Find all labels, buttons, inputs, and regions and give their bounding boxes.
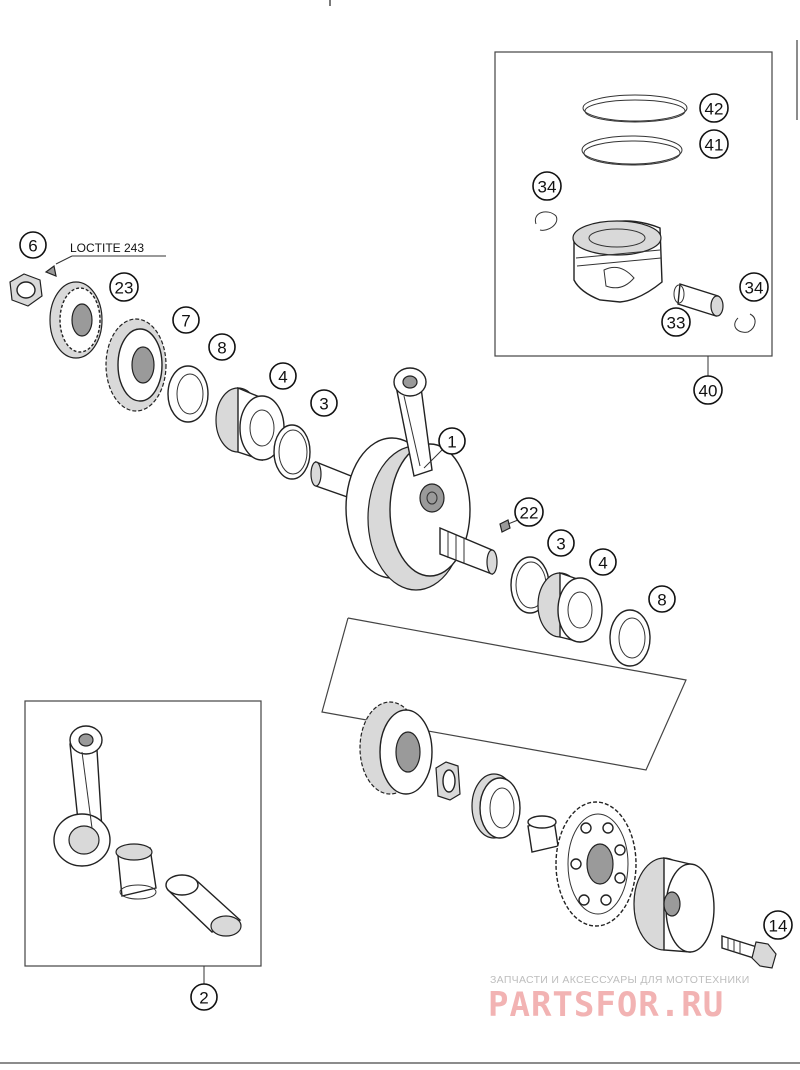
callout-40: 40 xyxy=(693,375,723,405)
primary-drive-gear xyxy=(49,281,103,359)
callout-23: 23 xyxy=(109,272,139,302)
svg-text:8: 8 xyxy=(657,591,666,610)
svg-text:34: 34 xyxy=(745,279,764,298)
svg-text:22: 22 xyxy=(520,504,539,523)
svg-text:6: 6 xyxy=(28,237,37,256)
callout-8-right: 8 xyxy=(648,585,676,613)
piston xyxy=(572,220,663,303)
svg-text:8: 8 xyxy=(217,339,226,358)
leader-1 xyxy=(423,449,443,469)
callout-22: 22 xyxy=(514,497,544,527)
svg-text:4: 4 xyxy=(278,368,287,387)
starter-group-bracket xyxy=(321,617,687,771)
callout-33: 33 xyxy=(661,307,691,337)
seal-ring-left xyxy=(273,424,311,480)
callout-34-right: 34 xyxy=(739,272,769,302)
starter-gear xyxy=(555,801,637,927)
svg-text:23: 23 xyxy=(115,279,134,298)
watermark-brand: PARTSFOR.RU xyxy=(488,985,724,1025)
shim-ring-left xyxy=(167,365,209,423)
piston-ring-top xyxy=(582,94,688,123)
callout-34-left: 34 xyxy=(532,171,562,201)
crankshaft-key xyxy=(499,519,511,533)
piston-ring-second xyxy=(581,135,683,166)
crankshaft-assembly xyxy=(310,367,498,591)
callout-3-right: 3 xyxy=(547,529,575,557)
piston-kit-box xyxy=(494,51,773,357)
svg-text:3: 3 xyxy=(319,395,328,414)
svg-text:4: 4 xyxy=(598,554,607,573)
shim-ring-right xyxy=(609,609,651,667)
main-bearing-left xyxy=(215,386,285,461)
freewheel-ring xyxy=(471,773,521,839)
seal-ring-left-inner xyxy=(278,429,308,475)
loctite-leader xyxy=(55,255,73,265)
crankshaft-nut xyxy=(9,273,43,307)
svg-text:14: 14 xyxy=(769,917,788,936)
callout-41: 41 xyxy=(699,129,729,159)
callout-3-left: 3 xyxy=(310,389,338,417)
svg-text:40: 40 xyxy=(699,382,718,401)
leader-22 xyxy=(507,519,519,525)
piston-pin xyxy=(673,283,724,317)
connecting-rod xyxy=(53,725,111,867)
callout-2: 2 xyxy=(190,983,218,1011)
callout-4-right: 4 xyxy=(589,548,617,576)
rotor xyxy=(633,857,715,953)
svg-text:7: 7 xyxy=(181,312,190,331)
svg-text:1: 1 xyxy=(447,433,456,452)
callout-1: 1 xyxy=(438,427,466,455)
woodruff-key xyxy=(44,264,57,277)
rotor-bolt xyxy=(721,935,777,969)
svg-text:33: 33 xyxy=(667,314,686,333)
freewheel-nut xyxy=(435,761,461,801)
svg-text:2: 2 xyxy=(199,989,208,1008)
svg-text:34: 34 xyxy=(538,178,557,197)
piston-pin-circlip-right xyxy=(734,313,756,333)
conrod-bearing xyxy=(115,843,157,900)
conrod-kit-box xyxy=(24,700,262,967)
piston-pin-circlip-left xyxy=(534,211,558,231)
callout-8-left: 8 xyxy=(208,333,236,361)
callout-7: 7 xyxy=(172,306,200,334)
svg-text:42: 42 xyxy=(705,100,724,119)
svg-text:3: 3 xyxy=(556,535,565,554)
freewheel-gear xyxy=(359,701,433,795)
svg-text:41: 41 xyxy=(705,136,724,155)
callout-4-left: 4 xyxy=(269,362,297,390)
callout-42: 42 xyxy=(699,93,729,123)
needle-bushing xyxy=(527,815,559,853)
watermark-tagline: ЗАПЧАСТИ И АКСЕССУАРЫ ДЛЯ МОТОТЕХНИКИ xyxy=(490,974,750,986)
crank-pin xyxy=(165,874,242,937)
main-bearing-right xyxy=(537,572,603,643)
callout-14: 14 xyxy=(763,910,793,940)
loctite-note: LOCTITE 243 xyxy=(70,241,144,255)
balancer-drive-gear xyxy=(105,318,167,412)
callout-6: 6 xyxy=(19,231,47,259)
